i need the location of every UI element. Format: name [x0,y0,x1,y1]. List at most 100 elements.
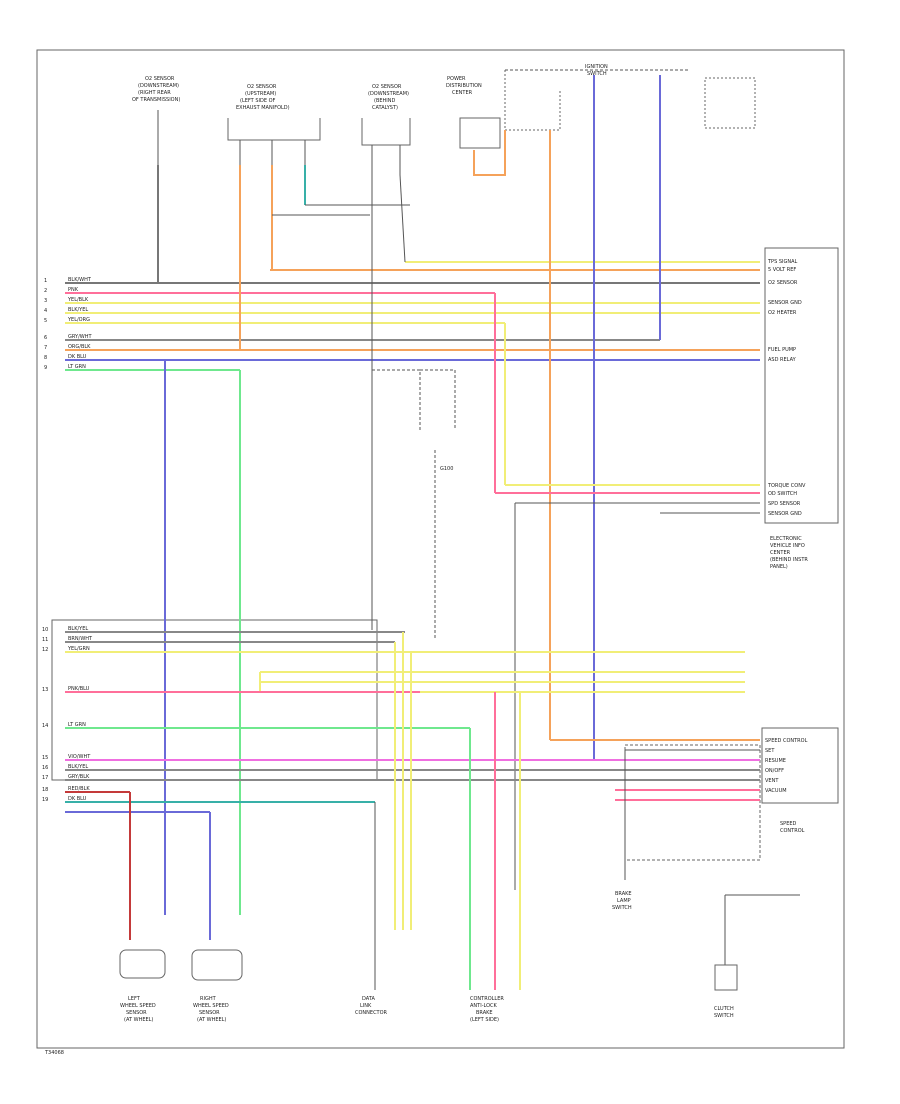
right-pin-label: SPEED CONTROL [765,738,808,744]
component-label-line: CATALYST) [372,105,398,111]
component-label-line: (AT WHEEL) [197,1017,226,1023]
component-label-line: (LEFT SIDE) [470,1017,499,1023]
component-label-line: (UPSTREAM) [245,91,276,97]
left-pin-wire-label: YEL/BLK [67,297,89,303]
left-pin-number: 10 [42,627,48,633]
clutch-switch: CLUTCH SWITCH [714,964,738,1019]
right-pin-label: TPS SIGNAL [767,259,798,265]
left-pin-wire-label: BLK/WHT [68,277,92,283]
brake-lamp-switch: BRAKE LAMP SWITCH [612,891,632,911]
left-pin-wire-label: BRN/WHT [68,636,93,642]
right-pin-label: OD SWITCH [768,491,797,497]
component-label-line: O2 SENSOR [145,76,175,82]
component-label-line: O2 SENSOR [247,84,277,90]
component-label-line: (RIGHT REAR [138,90,171,96]
component-label-line: SENSOR [126,1010,147,1016]
component-label-line: DATA [362,996,375,1002]
lower-wire-bus [65,631,760,813]
right-pin-label: VACUUM [765,788,787,794]
right-pin-label: O2 SENSOR [768,280,798,286]
right-pin-label: O2 HEATER [768,310,797,316]
left-pin-number: 2 [44,288,47,294]
component-label-line: OF TRANSMISSION) [132,97,180,103]
o2-sensor-upstream: O2 SENSOR (UPSTREAM) (LEFT SIDE OF EXHAU… [227,84,321,165]
left-pin-number: 6 [44,335,47,341]
left-pin-wire-label: VIO/WHT [68,754,91,760]
component-label-line: RIGHT [200,996,217,1002]
component-label-line: CENTER [452,90,473,96]
right-pin-label: SENSOR GND [768,300,802,306]
right-pin-label: FUEL PUMP [768,347,796,353]
right-wheel-speed-sensor: RIGHT WHEEL SPEED SENSOR (AT WHEEL) [191,949,243,1023]
component-label-line: (AT WHEEL) [124,1017,153,1023]
left-pin-wire-label: GRY/BLK [68,774,90,780]
left-pin-number: 14 [42,723,48,729]
ground-point: G100 [440,466,453,472]
component-label-line: EXHAUST MANIFOLD) [236,105,290,111]
right-pin-label: TORQUE CONV [767,483,806,489]
o2-sensor-downstream-right: O2 SENSOR (DOWNSTREAM) (BEHIND CATALYST) [361,84,411,175]
left-pin-wire-label: BLK/YEL [68,764,88,770]
left-pin-wire-label: DK BLU [68,796,87,802]
left-pin-number: 11 [42,637,48,643]
left-pin-wire-label: BLK/YEL [68,626,88,632]
component-label-line: (DOWNSTREAM) [138,83,179,89]
component-label-line: CONTROLLER [470,996,504,1002]
left-pin-number: 18 [42,787,48,793]
component-label-line: IGNITION [585,64,608,70]
power-distribution-center: POWER DISTRIBUTION CENTER [446,70,561,149]
left-pin-number: 15 [42,755,48,761]
right-pin-label: RESUME [765,758,786,764]
right-pin-label: ASD RELAY [768,357,797,363]
left-pin-wire-label: GRY/WHT [68,334,92,340]
component-label-line: ELECTRONIC [770,536,802,542]
left-pin-wire-label: YEL/GRN [67,646,90,652]
component-label-line: SENSOR [199,1010,220,1016]
component-label-line: SWITCH [612,905,632,911]
left-wheel-speed-sensor: LEFT WHEEL SPEED SENSOR (AT WHEEL) [119,949,166,1023]
left-pin-number: 4 [44,308,47,314]
fuse-block-right [704,77,756,129]
ground-label: G100 [440,466,453,472]
component-label-line: O2 SENSOR [372,84,402,90]
left-pin-number: 13 [42,687,48,693]
component-label-line: BRAKE [615,891,632,897]
right-pin-label: VENT [765,778,779,784]
component-label-line: WHEEL SPEED [120,1003,156,1009]
o2-sensor-downstream-top: O2 SENSOR (DOWNSTREAM) (RIGHT REAR OF TR… [132,76,180,165]
left-pin-wire-label: PNK/BLU [68,686,90,692]
left-pin-wire-label: RED/BLK [68,786,90,792]
diagram-code: T34068 [44,1050,64,1056]
left-pin-wire-label: PNK [68,287,79,293]
right-pin-label: ON/OFF [765,768,784,774]
left-lower-connector [51,619,378,781]
component-label-line: VEHICLE INFO [770,543,805,549]
left-pin-wire-label: BLK/YEL [68,307,88,313]
left-pin-number: 16 [42,765,48,771]
anti-lock-brake-controller: CONTROLLER ANTI-LOCK BRAKE (LEFT SIDE) [470,996,504,1023]
data-link-connector: DATA LINK CONNECTOR [355,996,388,1016]
left-pin-number: 5 [44,318,47,324]
component-label-line: SPEED [780,821,797,827]
component-label-line: LINK [360,1003,372,1009]
component-label-line: PANEL) [770,564,788,570]
left-pin-number: 9 [44,365,47,371]
left-pin-number: 7 [44,345,47,351]
left-pin-wire-label: DK BLU [68,354,87,360]
component-label-line: CENTER [770,550,791,556]
component-label-line: (BEHIND [374,98,396,104]
left-pin-wire-label: YEL/ORG [67,317,90,323]
component-label-line: CONNECTOR [355,1010,388,1016]
component-label-line: (BEHIND INSTR [770,557,808,563]
component-label-line: (DOWNSTREAM) [368,91,409,97]
right-pin-label: 5 VOLT REF [768,267,796,273]
component-label-line: DISTRIBUTION [446,83,482,89]
left-pin-wire-label: LT GRN [68,364,86,370]
component-label-line: WHEEL SPEED [193,1003,229,1009]
powertrain-control-module: ELECTRONIC VEHICLE INFO CENTER (BEHIND I… [764,247,839,570]
diagram-frame [36,49,845,1049]
component-label-line: POWER [447,76,466,82]
